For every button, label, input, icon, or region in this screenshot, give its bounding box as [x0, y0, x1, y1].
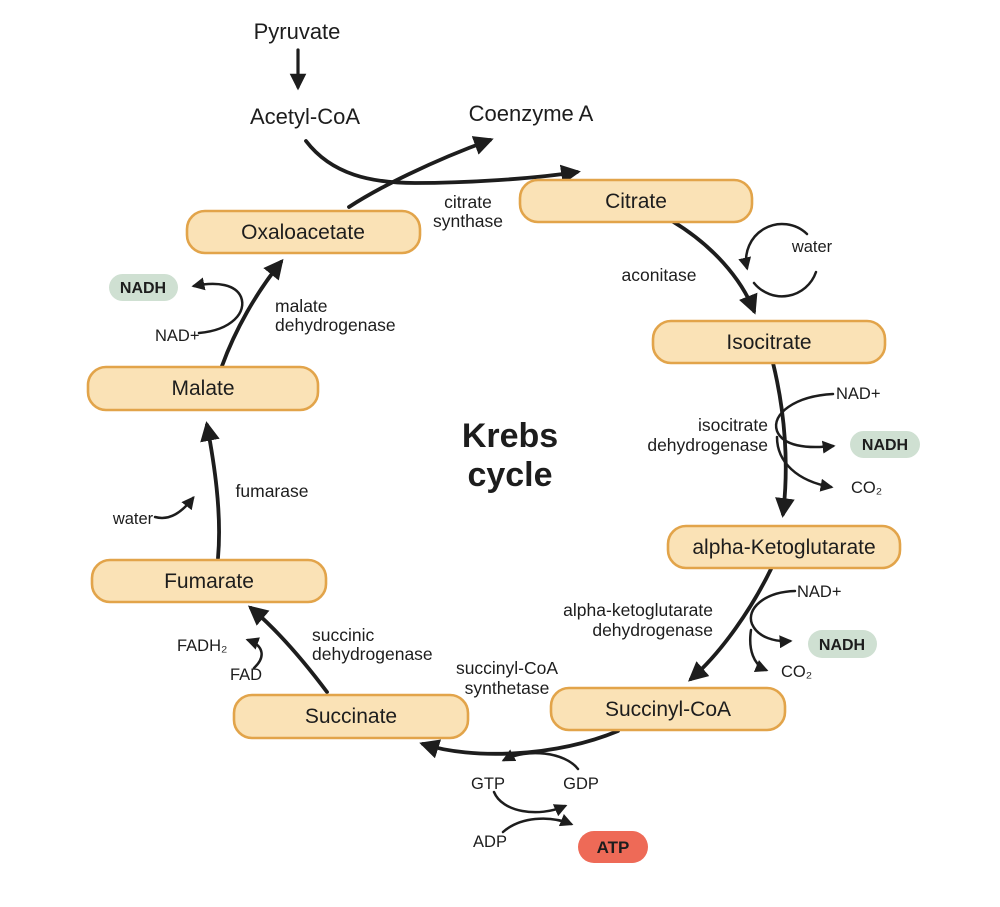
- arrow-succinate-to-fumarate: [247, 605, 329, 694]
- succinic-dehydrogenase-label-1: succinic: [312, 625, 374, 645]
- metabolite-layer: [86, 178, 902, 740]
- arrow-to-co2-isocitrate: [775, 435, 834, 492]
- water-cycle-arc-bottom: [752, 270, 818, 298]
- nad-label-akg: NAD+: [797, 583, 841, 601]
- nadh-badge-isocitrate: [850, 431, 920, 458]
- arrow-isocitrate-to-akg: [771, 361, 795, 518]
- adp-label: ADP: [473, 833, 507, 851]
- atp-badge: [578, 831, 648, 863]
- input-labels: Pyruvate Acetyl-CoA Coenzyme A: [250, 19, 594, 129]
- succinyl-coa-synthetase-label-2: synthetase: [465, 678, 550, 698]
- arrow-acetylcoa-to-citrate: [304, 139, 581, 185]
- arrow-gdp-to-gtp: [501, 749, 580, 771]
- fumarase-label: fumarase: [236, 481, 309, 501]
- coenzyme-a-label: Coenzyme A: [469, 101, 594, 126]
- oxaloacetate-label: Oxaloacetate: [241, 221, 365, 244]
- malate-label: Malate: [171, 377, 234, 400]
- arrow-nad-to-nadh-isocitrate: [774, 392, 836, 454]
- arrow-nad-to-nadh-malate: [191, 277, 244, 335]
- succinate-label: Succinate: [305, 705, 397, 728]
- arrow-oxaloacetate-to-coenzymeA: [347, 136, 494, 209]
- nadh-badge-isocitrate-label: NADH: [862, 437, 908, 454]
- arrow-citrate-to-isocitrate: [670, 219, 758, 315]
- title-line-2: cycle: [467, 456, 552, 494]
- aconitase-label: aconitase: [622, 265, 697, 285]
- enzyme-labels: citrate synthase aconitase isocitrate de…: [236, 192, 768, 698]
- arrow-fad-to-fadh2: [245, 637, 263, 670]
- co2-label-akg: CO₂: [781, 663, 812, 681]
- arrow-adp-to-atp: [501, 814, 574, 834]
- metabolite-labels: Citrate Isocitrate alpha-Ketoglutarate S…: [164, 190, 876, 728]
- nadh-badge-akg: [808, 630, 877, 658]
- gtp-label: GTP: [471, 775, 505, 793]
- malate-dehydrogenase-label-2: dehydrogenase: [275, 315, 396, 335]
- citrate-box: [518, 178, 754, 224]
- nad-label-isocitrate: NAD+: [836, 385, 880, 403]
- isocitrate-box: [651, 319, 887, 365]
- succinyl-coa-box: [549, 686, 787, 732]
- akg-dehydrogenase-label-2: dehydrogenase: [592, 620, 713, 640]
- isocitrate-dehydrogenase-label-2: dehydrogenase: [647, 435, 768, 455]
- title-line-1: Krebs: [462, 417, 558, 455]
- cofactor-badges: NADH NADH NADH ATP: [109, 274, 920, 863]
- succinic-dehydrogenase-label-2: dehydrogenase: [312, 644, 433, 664]
- malate-box: [86, 365, 320, 412]
- alpha-ketoglutarate-box: [666, 524, 902, 570]
- akg-dehydrogenase-label-1: alpha-ketoglutarate: [563, 600, 713, 620]
- citrate-synthase-label-1: citrate: [444, 192, 492, 212]
- acetyl-coa-label: Acetyl-CoA: [250, 104, 360, 129]
- isocitrate-dehydrogenase-label-1: isocitrate: [698, 415, 768, 435]
- arrow-akg-to-succinylcoa: [688, 567, 773, 682]
- malate-dehydrogenase-label-1: malate: [275, 296, 328, 316]
- co2-label-isocitrate: CO₂: [851, 479, 882, 497]
- fumarate-box: [90, 558, 328, 604]
- arrow-gtp-to-gdp: [492, 790, 568, 817]
- pyruvate-label: Pyruvate: [254, 19, 341, 44]
- alpha-ketoglutarate-label: alpha-Ketoglutarate: [692, 536, 875, 559]
- nadh-badge-akg-label: NADH: [819, 637, 865, 654]
- arrow-water-to-fumarase: [153, 495, 195, 520]
- atp-badge-label: ATP: [597, 838, 630, 857]
- arrow-nad-to-nadh-akg: [749, 589, 797, 649]
- fad-label: FAD: [230, 666, 262, 684]
- citrate-synthase-label-2: synthase: [433, 211, 503, 231]
- arrow-fumarate-to-malate: [200, 421, 221, 560]
- diagram-title: Krebs cycle: [462, 417, 558, 494]
- water-label-fumarase: water: [112, 510, 154, 528]
- water-cycle-arc-top: [738, 222, 809, 271]
- nadh-badge-malate-label: NADH: [120, 280, 166, 297]
- succinyl-coa-synthetase-label-1: succinyl-CoA: [456, 658, 558, 678]
- citrate-label: Citrate: [605, 190, 667, 213]
- water-label-aconitase: water: [791, 238, 833, 256]
- succinyl-coa-label: Succinyl-CoA: [605, 698, 731, 721]
- succinate-box: [232, 693, 470, 740]
- oxaloacetate-box: [185, 209, 422, 255]
- fumarate-label: Fumarate: [164, 570, 254, 593]
- arrow-malate-to-oxaloacetate: [220, 258, 284, 368]
- arrow-layer: [153, 48, 836, 834]
- cofactor-labels: water NAD+ CO₂ NAD+ CO₂ GTP GDP ADP FADH…: [112, 238, 882, 851]
- isocitrate-label: Isocitrate: [726, 331, 811, 354]
- nad-label-malate: NAD+: [155, 327, 199, 345]
- arrow-to-co2-akg: [749, 628, 769, 672]
- nadh-badge-malate: [109, 274, 178, 301]
- gdp-label: GDP: [563, 775, 599, 793]
- fadh2-label: FADH₂: [177, 637, 227, 655]
